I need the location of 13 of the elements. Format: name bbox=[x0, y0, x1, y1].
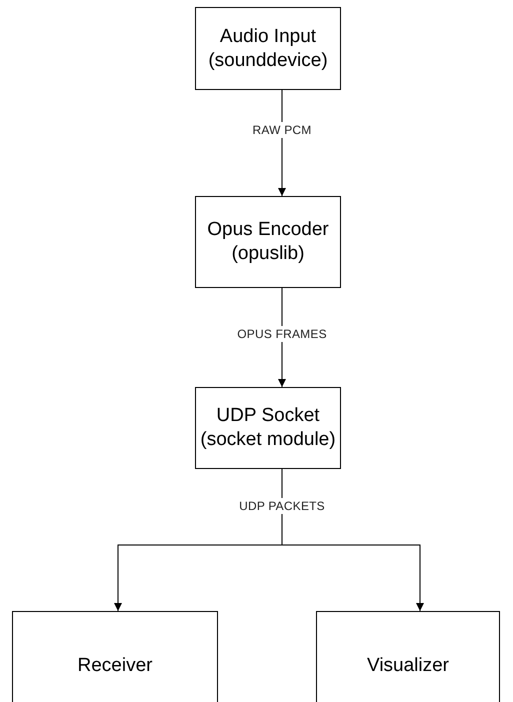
edge-label: UDP PACKETS bbox=[237, 498, 327, 514]
process-box bbox=[195, 7, 341, 90]
process-box bbox=[12, 611, 218, 702]
box-label: UDP Socket (socket module) bbox=[200, 404, 336, 452]
box-label: Audio Input (sounddevice) bbox=[207, 24, 329, 72]
process-box bbox=[195, 387, 341, 469]
edge-label: OPUS FRAMES bbox=[235, 326, 329, 342]
box-label: Visualizer bbox=[366, 654, 450, 678]
box-label: Receiver bbox=[78, 654, 152, 678]
process-box bbox=[195, 196, 341, 288]
box-label: Opus Encoder (opuslib) bbox=[206, 218, 330, 266]
process-box bbox=[316, 611, 500, 702]
edge-label: RAW PCM bbox=[250, 122, 314, 138]
